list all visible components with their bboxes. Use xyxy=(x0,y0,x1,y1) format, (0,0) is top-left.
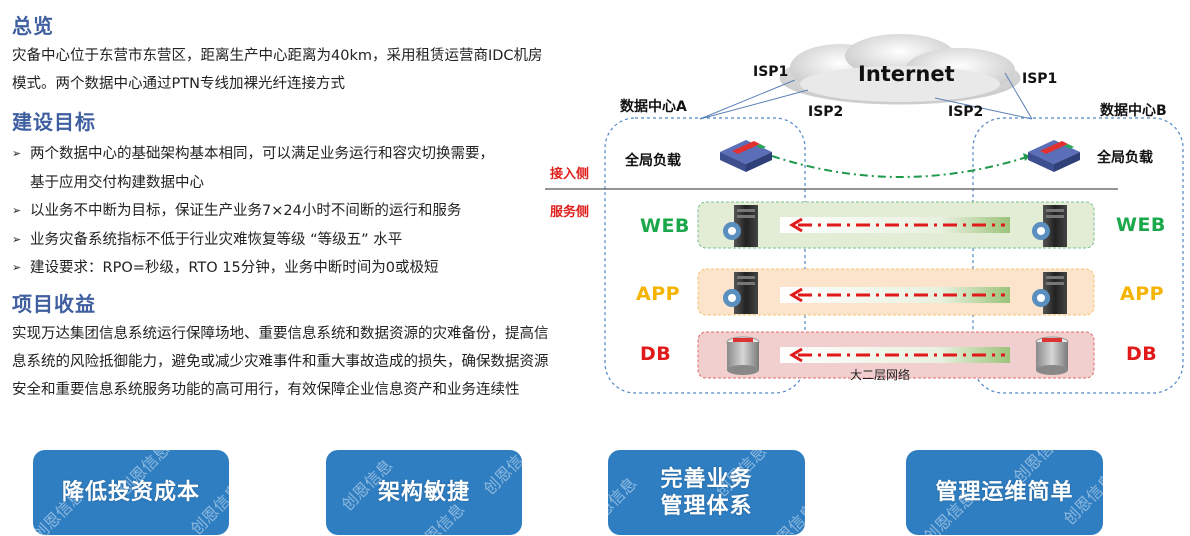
benefit-card-cost: 创恩信息 创恩信息 创恩信息 降低投资成本 xyxy=(33,450,229,535)
datacenter-a-label: 数据中心A xyxy=(620,99,687,115)
access-side-label: 接入侧 xyxy=(550,167,590,182)
gslb-link xyxy=(771,155,1031,178)
web-tier-label-a: WEB xyxy=(640,215,690,237)
benefit-card-management: 创恩信息 创恩信息 创恩信息 完善业务 管理体系 xyxy=(608,450,805,535)
app-tier-label-a: APP xyxy=(636,283,681,305)
benefit-card-ops: 创恩信息 创恩信息 创恩信息 管理运维简单 xyxy=(906,450,1103,535)
db-tier-label-a: DB xyxy=(640,343,672,365)
goal-text: 业务灾备系统指标不低于行业灾难恢复等级 “等级五” 水平 xyxy=(30,231,403,248)
dual-datacenter-diagram: Internet ISP1 ISP2 ISP2 ISP1 数据中心A 数据中心B… xyxy=(540,30,1190,410)
gslb-a-label: 全局负载 xyxy=(625,153,681,169)
goal-item: ➢ 建设要求：RPO=秒级，RTO 15分钟，业务中断时间为0或极短 xyxy=(12,254,552,283)
app-server-icon-a xyxy=(723,272,758,314)
goals-list: ➢ 两个数据中心的基础架构基本相同，可以满足业务运行和容灾切换需要， 基于应用交… xyxy=(12,140,552,283)
isp-links xyxy=(699,72,1033,120)
web-server-icon-b xyxy=(1032,205,1067,247)
benefit-label: 降低投资成本 xyxy=(61,480,200,505)
db-replication-arrow xyxy=(780,347,1010,363)
db-tier-label-b: DB xyxy=(1126,343,1158,365)
watermark: 创恩信息 xyxy=(761,499,805,535)
arrow-bullet-icon: ➢ xyxy=(12,147,22,160)
overview-title: 总览 xyxy=(12,14,54,38)
goal-text: 两个数据中心的基础架构基本相同，可以满足业务运行和容灾切换需要， xyxy=(30,146,494,162)
load-balancer-icon-a xyxy=(720,140,772,172)
isp1-label-a: ISP1 xyxy=(753,64,789,80)
watermark: 创恩信息 xyxy=(608,473,641,533)
datacenter-b-boundary xyxy=(972,117,1184,394)
arrow-bullet-icon: ➢ xyxy=(12,232,22,246)
datacenter-a-boundary xyxy=(604,117,806,394)
app-tier-label-b: APP xyxy=(1120,283,1165,305)
isp1-label-b: ISP1 xyxy=(1022,71,1058,87)
internet-cloud-icon xyxy=(779,34,1021,105)
goal-item: ➢ 两个数据中心的基础架构基本相同，可以满足业务运行和容灾切换需要， 基于应用交… xyxy=(12,140,552,197)
benefit-label: 管理运维简单 xyxy=(935,480,1074,505)
benefit-label: 架构敏捷 xyxy=(377,480,470,505)
app-replication-arrow xyxy=(780,287,1010,303)
benefits-text: 实现万达集团信息系统运行保障场地、重要信息系统和数据资源的灾难备份，提高信息系统… xyxy=(12,326,549,398)
diagram-canvas xyxy=(545,34,1184,394)
isp2-label-b: ISP2 xyxy=(948,104,984,120)
arrow-bullet-icon: ➢ xyxy=(12,204,22,217)
web-tier-label-b: WEB xyxy=(1116,214,1166,236)
benefit-label: 完善业务 管理体系 xyxy=(660,466,753,519)
web-server-icon-a xyxy=(723,205,758,247)
goal-item: ➢ 以业务不中断为目标，保证生产业务7×24小时不间断的运行和服务 xyxy=(12,197,552,226)
goal-text: 以业务不中断为目标，保证生产业务7×24小时不间断的运行和服务 xyxy=(30,203,462,219)
watermark: 创恩信息 xyxy=(479,450,522,499)
oracle-db-icon-b xyxy=(1035,336,1069,375)
oracle-db-icon-a xyxy=(726,336,760,375)
goals-title: 建设目标 xyxy=(12,110,96,134)
isp2-label-a: ISP2 xyxy=(808,104,844,120)
overview-text: 灾备中心位于东营市东营区，距离生产中心距离为40km，采用租赁运营商IDC机房模… xyxy=(12,48,543,92)
internet-label: Internet xyxy=(858,62,955,86)
service-side-label: 服务侧 xyxy=(550,205,590,220)
app-server-icon-b xyxy=(1032,272,1067,314)
l2-network-label: 大二层网络 xyxy=(850,368,911,382)
gslb-link-arrowhead xyxy=(1023,153,1030,161)
goal-text-cont: 基于应用交付构建数据中心 xyxy=(30,174,204,191)
datacenter-b-label: 数据中心B xyxy=(1100,103,1167,119)
arrow-bullet-icon: ➢ xyxy=(12,261,22,274)
web-replication-arrow xyxy=(780,217,1010,233)
gslb-b-label: 全局负载 xyxy=(1097,150,1153,166)
benefit-card-agile: 创恩信息 创恩信息 创恩信息 架构敏捷 xyxy=(326,450,522,535)
benefits-title: 项目收益 xyxy=(12,292,96,316)
goal-text: 建设要求：RPO=秒级，RTO 15分钟，业务中断时间为0或极短 xyxy=(30,260,439,276)
goal-item: ➢ 业务灾备系统指标不低于行业灾难恢复等级 “等级五” 水平 xyxy=(12,226,552,255)
load-balancer-icon-b xyxy=(1028,140,1080,172)
